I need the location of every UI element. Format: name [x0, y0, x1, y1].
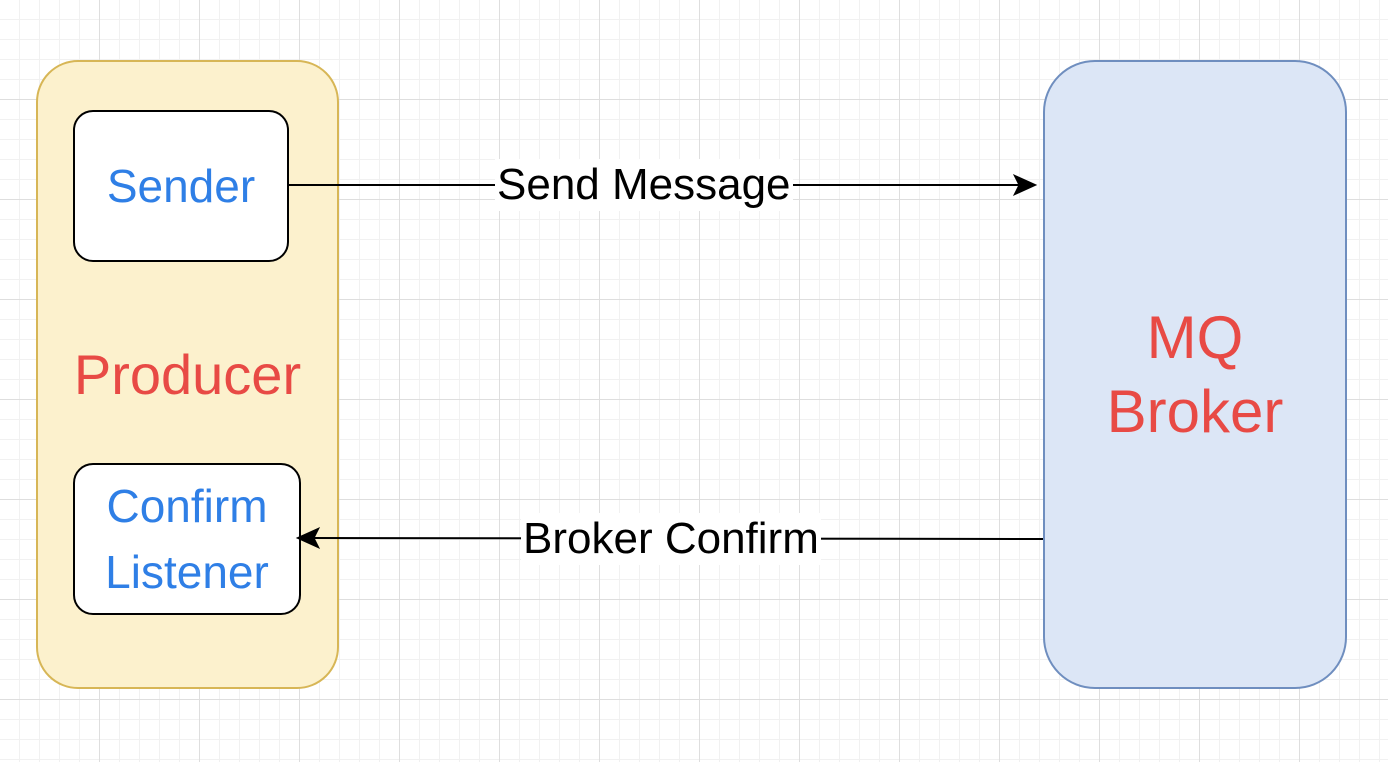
- broker-confirm-label: Broker Confirm: [521, 513, 821, 565]
- confirm-listener-label-line2: Listener: [105, 546, 269, 598]
- confirm-listener-label-line1: Confirm: [106, 480, 268, 532]
- mq-broker-label-line2: Broker: [1106, 377, 1284, 445]
- sender-node[interactable]: Sender: [73, 110, 289, 262]
- mq-broker-node[interactable]: MQ Broker: [1043, 60, 1347, 689]
- broker-confirm-arrowhead-icon: [295, 526, 321, 550]
- producer-label: Producer: [73, 343, 302, 406]
- send-message-label: Send Message: [495, 159, 793, 211]
- send-message-arrowhead-icon: [1012, 173, 1038, 197]
- mq-broker-label-line1: MQ: [1146, 303, 1244, 371]
- sender-label: Sender: [106, 160, 256, 212]
- confirm-listener-node[interactable]: Confirm Listener: [73, 463, 301, 615]
